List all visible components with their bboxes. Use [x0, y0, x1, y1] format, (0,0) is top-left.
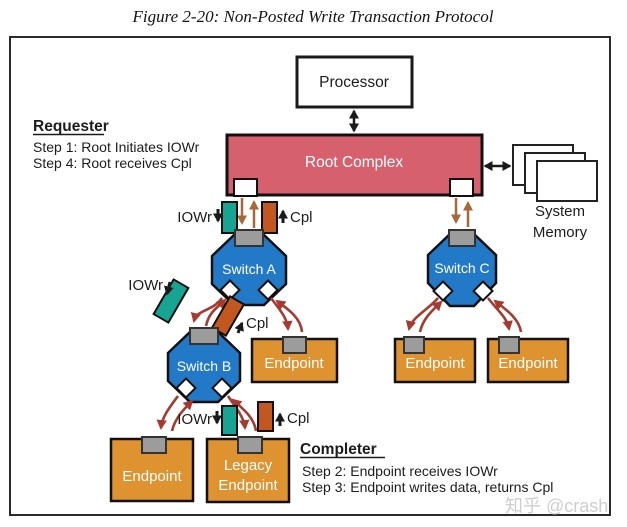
endpoint-bottom-left-label: Endpoint — [122, 468, 182, 485]
figure-title: Figure 2-20: Non-Posted Write Transactio… — [132, 7, 494, 26]
completer-step3: Step 3: Endpoint writes data, returns Cp… — [302, 479, 553, 495]
endpoint-under-switch-a-port — [282, 336, 307, 354]
cpl-arrow-switch-b-to-switch-a — [204, 298, 227, 327]
iowr-packet-bottom — [221, 405, 238, 436]
switch-b-downstream-port-left — [175, 377, 197, 399]
iowr-packet-top — [221, 201, 238, 234]
switch-c-downstream-port-left — [432, 280, 454, 302]
completer-step2: Step 2: Endpoint receives IOWr — [302, 463, 498, 479]
cpl-label-bottom: Cpl — [287, 410, 310, 427]
legacy-endpoint-label-line1: Legacy — [224, 457, 273, 474]
iowr-label-bottom: IOWr — [177, 411, 212, 428]
requester-step4: Step 4: Root receives Cpl — [33, 155, 192, 171]
switch-b-downstream-port-right — [211, 377, 233, 399]
endpoint-under-switch-c-right-label: Endpoint — [498, 355, 558, 372]
iowr-arrow-switch-b-to-endpoint — [156, 395, 180, 430]
endpoint-under-switch-c-left-port — [403, 336, 425, 354]
iowr-arrow-switch-b-to-legacy — [226, 395, 250, 430]
diagram-frame — [9, 36, 611, 516]
legacy-endpoint-port — [237, 436, 263, 454]
iowr-packet-travelling — [152, 278, 190, 324]
iowr-label-top: IOWr — [177, 209, 212, 226]
iowr-arrow-switch-c-to-endpoint-right — [486, 297, 513, 331]
root-complex-right-port — [449, 178, 474, 197]
watermark: 知乎 @crash — [505, 496, 608, 516]
requester-step1: Step 1: Root Initiates IOWr — [33, 139, 200, 155]
cpl-label-top: Cpl — [290, 209, 313, 226]
switch-a-downstream-port-right — [257, 279, 279, 301]
endpoint-bottom-left-port — [141, 436, 167, 454]
endpoint-under-switch-a-label: Endpoint — [264, 355, 324, 372]
cpl-arrow-endpoint-right-to-switch-c — [493, 299, 523, 333]
iowr-down-arrow-icon-travelling — [163, 281, 174, 296]
root-complex-left-port — [233, 178, 258, 197]
switch-b-label: Switch B — [177, 358, 231, 374]
completer-heading: Completer — [300, 441, 377, 458]
cpl-packet-top — [261, 201, 278, 234]
iowr-label-travelling: IOWr — [128, 277, 163, 294]
root-complex-box — [225, 133, 484, 197]
endpoint-box-under-switch-c-left — [393, 337, 477, 384]
system-memory-label-line2: Memory — [533, 224, 588, 241]
cpl-up-arrow-icon-travelling — [234, 321, 244, 334]
legacy-endpoint-label-line2: Endpoint — [218, 477, 278, 494]
system-memory-label-line1: System — [535, 203, 585, 220]
switch-c-upstream-port — [448, 229, 476, 247]
processor-box — [295, 55, 414, 109]
processor-label: Processor — [319, 74, 389, 91]
cpl-arrow-endpoint-to-switch-a — [275, 299, 304, 333]
switch-b-upstream-port — [189, 327, 219, 345]
cpl-arrow-endpoint-left-to-switch-c — [418, 300, 443, 333]
cpl-arrow-legacy-to-switch-b — [231, 398, 258, 432]
switch-c-downstream-port-right — [472, 280, 494, 302]
switch-a-label: Switch A — [222, 261, 276, 277]
iowr-arrow-switch-a-to-endpoint — [269, 297, 293, 331]
switch-a-upstream-port — [234, 229, 264, 247]
cpl-label-travelling: Cpl — [246, 315, 269, 332]
system-memory-page-front — [536, 160, 598, 202]
root-complex-label: Root Complex — [305, 154, 403, 171]
cpl-packet-bottom — [257, 401, 274, 432]
switch-c-label: Switch C — [434, 260, 489, 276]
requester-heading: Requester — [33, 118, 109, 135]
endpoint-under-switch-c-left-label: Endpoint — [405, 355, 465, 372]
endpoint-under-switch-c-right-port — [498, 336, 520, 354]
cpl-arrow-endpoint-to-switch-b — [170, 399, 194, 432]
